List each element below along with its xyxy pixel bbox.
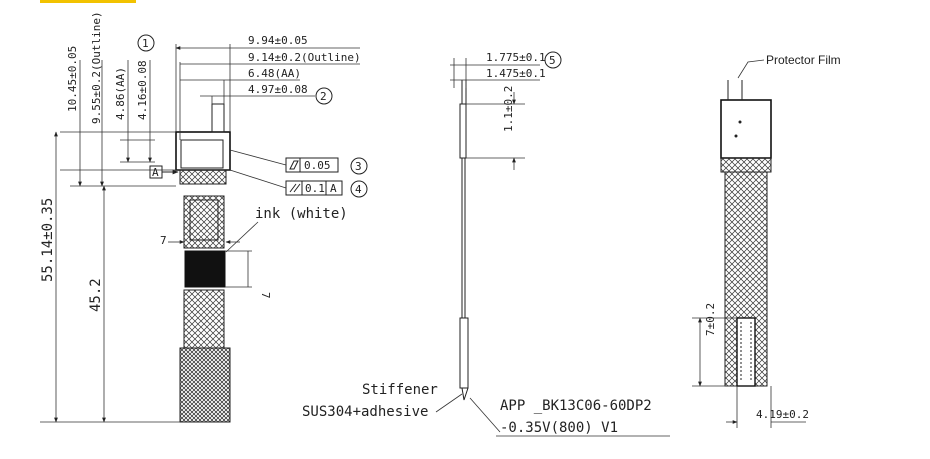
svg-text:5: 5	[549, 54, 556, 67]
back-view: Protector Film 7±0.2 4.19±0.2	[692, 53, 841, 428]
active-area	[180, 139, 224, 169]
dim-7-vertical: 7	[259, 292, 272, 299]
flatness-value: 0.05	[304, 159, 331, 172]
dim-1-475: 1.475±0.1	[486, 67, 546, 80]
dim-1-775: 1.775±0.1	[486, 51, 546, 64]
flatness-frame	[285, 157, 339, 173]
dim-4-16: 4.16±0.08	[136, 60, 149, 120]
flex-bottom-dark	[179, 347, 231, 423]
svg-text:3: 3	[355, 160, 362, 173]
panel-outline	[175, 131, 231, 171]
callout-2	[315, 87, 333, 105]
dim-4-19: 4.19±0.2	[756, 408, 809, 421]
connector-part-label: APP _BK13C06-60DP2	[500, 398, 652, 414]
dim-9-94: 9.94±0.05	[248, 34, 308, 47]
callout-1	[137, 34, 155, 52]
dim-9-55: 9.55±0.2(Outline)	[90, 11, 103, 124]
dim-6-48: 6.48(AA)	[248, 67, 301, 80]
dim-10-45: 10.45±0.05	[66, 46, 79, 112]
back-panel-dot-1	[738, 120, 742, 124]
stiffener-label: Stiffener	[362, 382, 438, 398]
parallel-frame	[285, 180, 343, 196]
back-panel	[720, 99, 772, 159]
callout-5	[544, 51, 562, 69]
dim-9-14: 9.14±0.2(Outline)	[248, 51, 361, 64]
dim-7-back: 7±0.2	[704, 303, 717, 336]
flex-upper	[183, 195, 225, 249]
callout-3	[350, 157, 368, 175]
dim-4-97: 4.97±0.08	[248, 83, 308, 96]
ink-label: ink (white)	[255, 206, 348, 222]
front-view: A 10.45±0.05 9.55±0.2(Outline) 4.86(AA) …	[40, 11, 368, 423]
side-panel	[459, 103, 467, 159]
dim-4-86: 4.86(AA)	[114, 67, 127, 120]
svg-text:2: 2	[320, 90, 327, 103]
dim-7-horizontal: 7	[160, 234, 167, 247]
connector-spec-label: -0.35V(800) V1	[500, 420, 618, 436]
ic-chip	[184, 250, 226, 288]
stiffener-material-label: SUS304+adhesive	[302, 404, 428, 420]
side-connector	[459, 317, 469, 389]
panel-lower-band	[179, 169, 227, 185]
side-view: 1.775±0.1 1.475±0.1 5 1.1±0.2 Stiffener …	[302, 51, 670, 437]
svg-text:1: 1	[142, 37, 149, 50]
parallel-datum: A	[330, 182, 337, 195]
dim-45-2: 45.2	[88, 278, 104, 312]
back-band	[720, 157, 772, 173]
callout-4	[350, 180, 368, 198]
flex-mid-white	[189, 199, 219, 241]
highlight-tab	[40, 0, 136, 3]
flex-lower	[183, 289, 225, 349]
back-panel-dot-2	[734, 134, 738, 138]
top-connector-stub	[211, 103, 225, 133]
parallel-value: 0.1	[305, 182, 325, 195]
protector-film-label: Protector Film	[766, 53, 841, 67]
svg-text:4: 4	[355, 183, 362, 196]
dim-1-1: 1.1±0.2	[502, 86, 515, 132]
dim-55-14: 55.14±0.35	[40, 198, 56, 282]
back-connector	[736, 317, 756, 387]
side-flex	[461, 157, 466, 319]
datum-label: A	[152, 166, 159, 179]
